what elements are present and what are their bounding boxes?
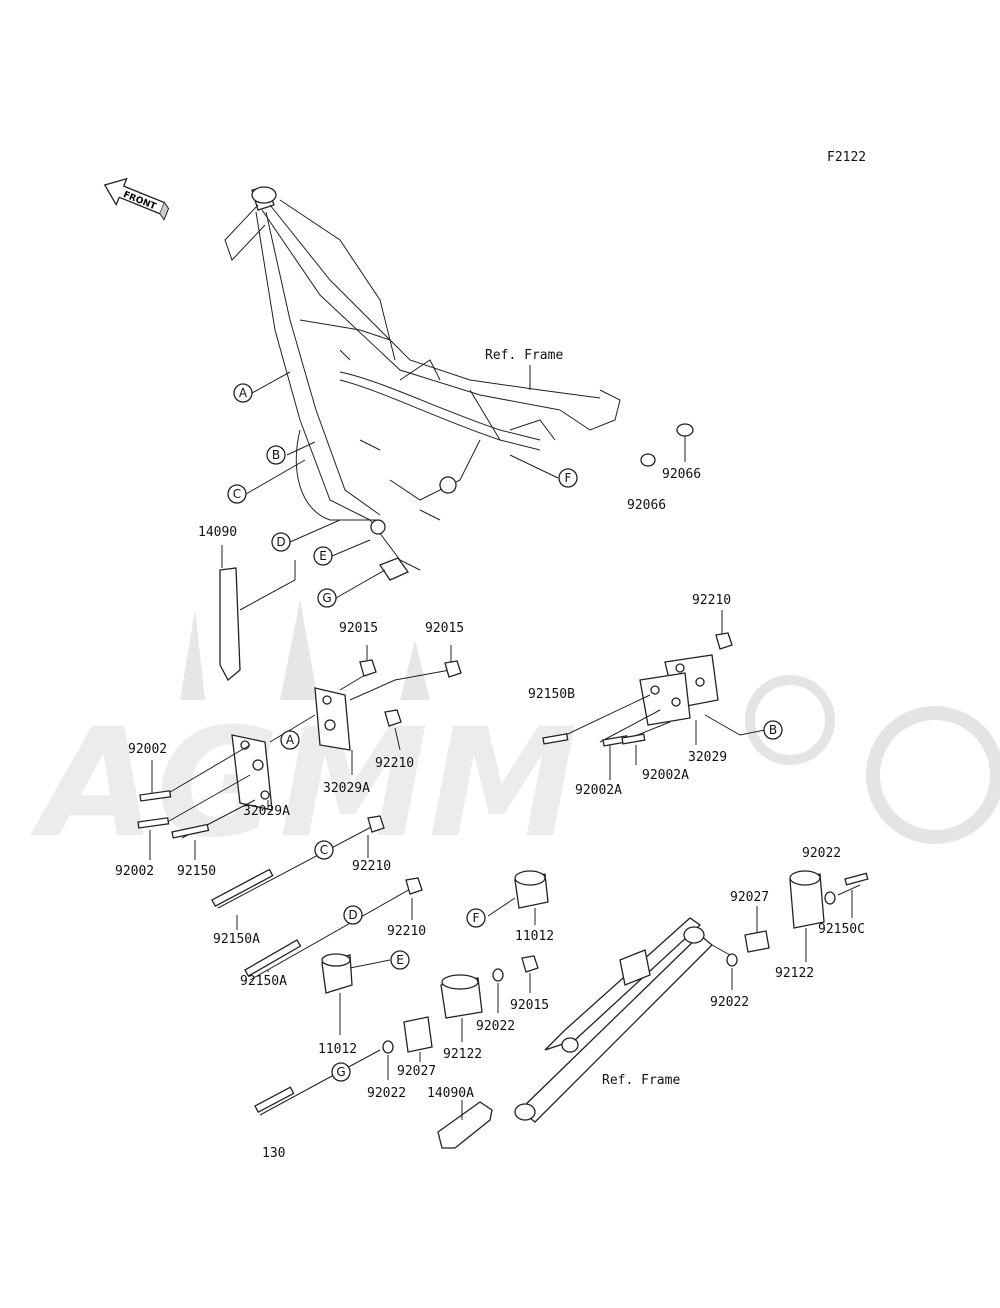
callout-d-frame: D (271, 532, 291, 552)
svg-text:E: E (396, 953, 404, 967)
cap-92066-a (676, 423, 694, 437)
svg-text:A: A (286, 733, 295, 747)
svg-text:G: G (322, 591, 331, 605)
part-92210-mid: 92210 (375, 756, 414, 771)
cover-14090 (219, 567, 241, 682)
bracket-32029-b (639, 672, 691, 726)
part-92015-lower: 92015 (510, 998, 549, 1013)
part-14090: 14090 (198, 525, 237, 540)
part-92002-lower: 92002 (115, 864, 154, 879)
callout-b-part: B (763, 720, 783, 740)
part-92150b: 92150B (528, 687, 575, 702)
part-11012-f: 11012 (515, 929, 554, 944)
callout-a-frame: A (233, 383, 253, 403)
part-92150c: 92150C (818, 922, 865, 937)
callout-b-frame: B (266, 445, 286, 465)
callout-a-part: A (280, 730, 300, 750)
callout-g-frame: G (317, 588, 337, 608)
part-92150: 92150 (177, 864, 216, 879)
svg-text:B: B (272, 448, 280, 462)
part-92210-d: 92210 (387, 924, 426, 939)
diagram-code: F2122 (827, 150, 866, 165)
cover-14090a (437, 1101, 493, 1149)
bracket-32029a-lower (231, 734, 273, 811)
svg-text:F: F (565, 471, 572, 485)
callout-g-part: G (331, 1062, 351, 1082)
part-92122-mid: 92122 (443, 1047, 482, 1062)
svg-text:C: C (233, 487, 241, 501)
part-92002a-left: 92002A (575, 783, 622, 798)
part-32029a-upper: 32029A (323, 781, 370, 796)
callout-e-frame: E (313, 546, 333, 566)
part-14090a: 14090A (427, 1086, 474, 1101)
svg-text:D: D (276, 535, 285, 549)
lower-frame-member (514, 917, 731, 1123)
part-92002a-right: 92002A (642, 768, 689, 783)
callout-c-part: C (314, 840, 334, 860)
front-arrow-icon: FRONT (103, 177, 170, 221)
watermark: AGMM (30, 600, 1000, 871)
svg-text:E: E (319, 549, 327, 563)
callout-f-frame: F (558, 468, 578, 488)
part-92210-c: 92210 (352, 859, 391, 874)
watermark-text: AGMM (30, 697, 578, 871)
svg-text:C: C (320, 843, 328, 857)
part-92015-left: 92015 (339, 621, 378, 636)
svg-text:D: D (348, 908, 357, 922)
part-92022-lower: 92022 (367, 1086, 406, 1101)
part-92022-mid-right: 92022 (710, 995, 749, 1010)
part-92210-top-right: 92210 (692, 593, 731, 608)
part-92022-mid: 92022 (476, 1019, 515, 1034)
svg-text:G: G (336, 1065, 345, 1079)
part-11012-e: 11012 (318, 1042, 357, 1057)
part-92066-a: 92066 (662, 467, 701, 482)
collar-92027-mid (403, 1016, 433, 1053)
svg-text:B: B (769, 723, 777, 737)
cap-92066-b (640, 453, 656, 467)
bracket-32029a-upper (314, 687, 351, 751)
part-92027-mid: 92027 (397, 1064, 436, 1079)
part-92150a-upper: 92150A (213, 932, 260, 947)
ref-frame-top-label: Ref. Frame (485, 348, 563, 363)
ref-frame-bottom-label: Ref. Frame (602, 1073, 680, 1088)
callout-e-part: E (390, 950, 410, 970)
part-92022-right: 92022 (802, 846, 841, 861)
part-32029a-lower: 32029A (243, 804, 290, 819)
part-92002-upper: 92002 (128, 742, 167, 757)
collar-92027-right (744, 930, 770, 953)
part-130: 130 (262, 1146, 285, 1161)
part-92150a-lower: 92150A (240, 974, 287, 989)
part-92015-right: 92015 (425, 621, 464, 636)
callout-d-part: D (343, 905, 363, 925)
part-32029: 32029 (688, 750, 727, 765)
motorcycle-frame (224, 186, 621, 581)
callout-f-part: F (466, 908, 486, 928)
part-92027-right: 92027 (730, 890, 769, 905)
part-92066-b: 92066 (627, 498, 666, 513)
svg-text:A: A (239, 386, 248, 400)
svg-text:F: F (473, 911, 480, 925)
part-92122-right: 92122 (775, 966, 814, 981)
callout-c-frame: C (227, 484, 247, 504)
